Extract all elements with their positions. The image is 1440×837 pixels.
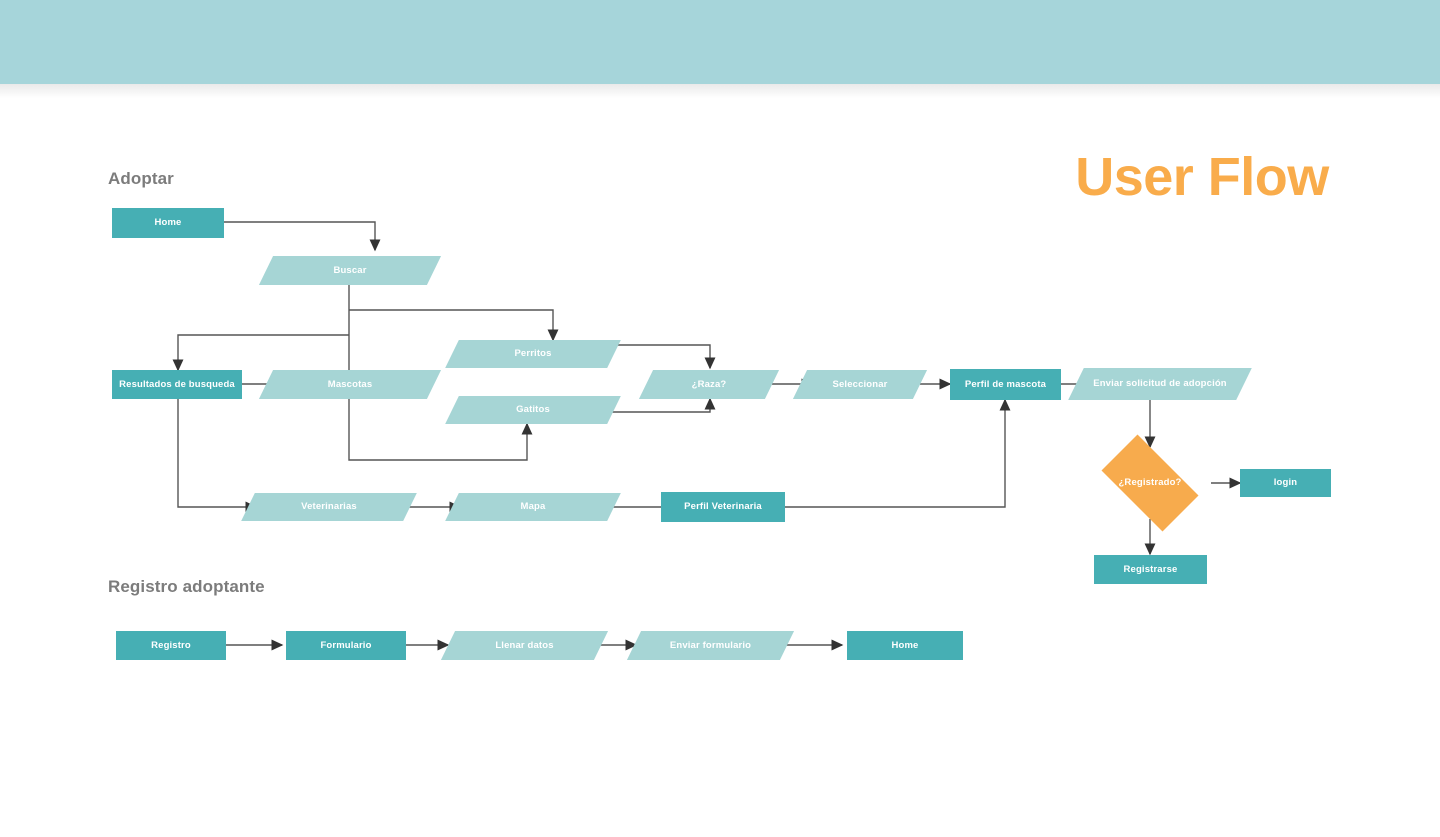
node-login[interactable]: login — [1240, 469, 1331, 497]
node-resultados-de-busqueda[interactable]: Resultados de busqueda — [112, 370, 242, 399]
node-label: Seleccionar — [832, 378, 888, 390]
node-shape-rect — [950, 369, 1061, 400]
node-perritos[interactable]: Perritos — [445, 340, 621, 368]
node-label: Veterinarias — [301, 501, 357, 513]
section-label-registro-adoptante: Registro adoptante — [108, 577, 265, 596]
edge-home-buscar — [224, 221, 381, 252]
node-label: Perritos — [514, 348, 552, 360]
node-label: Mascotas — [327, 378, 373, 390]
node-registro[interactable]: Registro — [116, 631, 226, 660]
page-title: User Flow — [1075, 147, 1329, 207]
node-label: Gatitos — [516, 404, 550, 416]
header-band — [0, 0, 1440, 84]
node-label: Registro — [151, 639, 191, 651]
node-registrarse[interactable]: Registrarse — [1094, 555, 1207, 584]
node-label: Resultados de busqueda — [119, 378, 235, 390]
edge-gatitos-raza — [597, 397, 716, 413]
node-shape-rect — [112, 208, 224, 238]
node-gatitos[interactable]: Gatitos — [445, 396, 621, 424]
node-shape-rect — [1094, 555, 1207, 584]
node-shape-rect — [116, 631, 226, 660]
node-shape-rect — [1240, 469, 1331, 497]
node-label: Home — [891, 639, 919, 651]
edge-perritos-raza — [597, 344, 716, 370]
node-label: Enviar formulario — [669, 639, 752, 651]
node-label: Enviar solicitud de adopción — [1093, 378, 1227, 390]
edge-resultados-veterinarias — [177, 399, 258, 513]
node-veterinarias[interactable]: Veterinarias — [241, 493, 417, 521]
edge-buscar-gatitos — [348, 384, 533, 461]
node-mascotas[interactable]: Mascotas — [258, 370, 442, 399]
node-label: login — [1273, 477, 1298, 489]
node-seleccionar[interactable]: Seleccionar — [792, 370, 928, 399]
node-label: Perfil Veterinaria — [684, 501, 762, 513]
section-label-adoptar: Adoptar — [108, 169, 174, 188]
edge-perfil-vet-perfil-mascota — [785, 398, 1011, 508]
node-label: Mapa — [520, 501, 546, 513]
node-registrado-decision[interactable]: ¿Registrado? — [1089, 434, 1211, 532]
node-home[interactable]: Home — [112, 208, 224, 238]
node-buscar[interactable]: Buscar — [258, 256, 442, 285]
node-shape-rect — [286, 631, 406, 660]
edge-buscar-resultados — [172, 334, 349, 372]
edge-buscar-perritos — [349, 309, 559, 342]
node-llenar-datos[interactable]: Llenar datos — [440, 631, 609, 660]
node-raza[interactable]: ¿Raza? — [638, 370, 780, 399]
node-enviar-formulario[interactable]: Enviar formulario — [626, 631, 795, 660]
node-label: ¿Registrado? — [1118, 477, 1182, 489]
node-label: Buscar — [333, 264, 367, 276]
node-home-registro[interactable]: Home — [847, 631, 963, 660]
node-perfil-de-mascota[interactable]: Perfil de mascota — [950, 369, 1061, 400]
node-shape-rect — [112, 370, 242, 399]
node-shape-rect — [661, 492, 785, 522]
node-label: Registrarse — [1123, 563, 1178, 575]
node-formulario[interactable]: Formulario — [286, 631, 406, 660]
header-shadow — [0, 84, 1440, 98]
node-shape-rect — [847, 631, 963, 660]
node-enviar-solicitud-de-adopcion[interactable]: Enviar solicitud de adopción — [1068, 368, 1252, 400]
node-perfil-veterinaria[interactable]: Perfil Veterinaria — [661, 492, 785, 522]
node-label: Formulario — [320, 639, 372, 651]
node-mapa[interactable]: Mapa — [445, 493, 621, 521]
node-label: Perfil de mascota — [964, 378, 1047, 390]
node-label: ¿Raza? — [691, 378, 727, 390]
node-label: Home — [154, 217, 182, 229]
node-label: Llenar datos — [495, 639, 554, 651]
